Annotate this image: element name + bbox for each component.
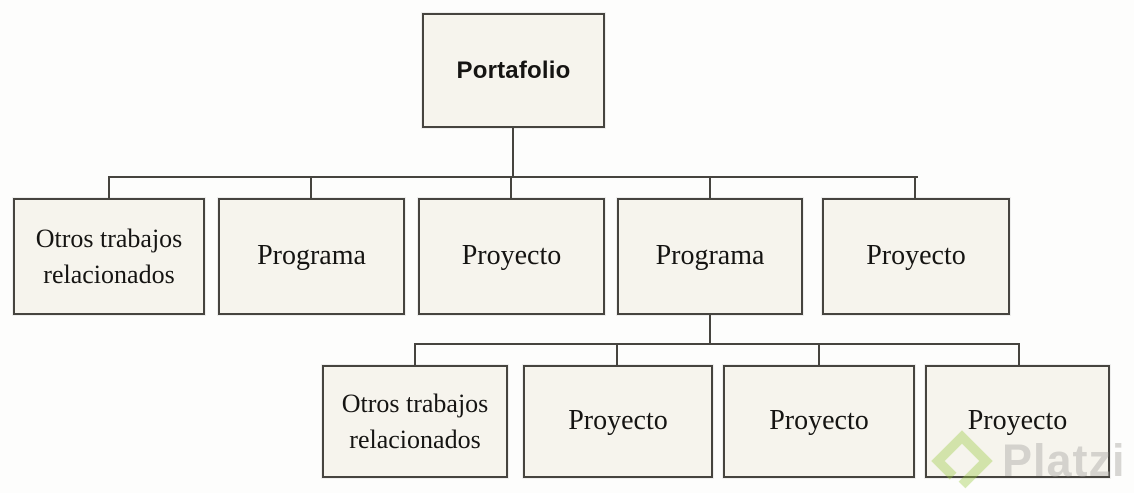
node-proyecto-3: Proyecto <box>523 365 713 478</box>
node-programa-2: Programa <box>617 198 803 315</box>
connector-level2-rail <box>108 176 918 178</box>
connector-level3-rail <box>414 343 1020 345</box>
node-otros-trabajos-relacionados-2: Otros trabajos relacionados <box>322 365 508 478</box>
connector-drop-proyecto5 <box>1018 343 1020 366</box>
connector-drop-proyecto4 <box>818 343 820 366</box>
node-proyecto-1: Proyecto <box>418 198 605 315</box>
node-proyecto-2: Proyecto <box>822 198 1010 315</box>
node-proyecto-4: Proyecto <box>723 365 915 478</box>
node-otros-trabajos-relacionados-1: Otros trabajos relacionados <box>13 198 205 315</box>
connector-drop-programa2 <box>709 176 711 199</box>
connector-drop-proyecto1 <box>510 176 512 199</box>
connector-drop-proyecto2 <box>914 176 916 199</box>
node-programa-1: Programa <box>218 198 405 315</box>
connector-programa2-stem <box>709 315 711 345</box>
connector-drop-otros1 <box>108 176 110 199</box>
node-proyecto-5: Proyecto <box>925 365 1110 478</box>
connector-root-stem <box>512 128 514 178</box>
connector-drop-otros2 <box>414 343 416 366</box>
connector-drop-programa1 <box>310 176 312 199</box>
node-portafolio: Portafolio <box>422 13 605 128</box>
connector-drop-proyecto3 <box>616 343 618 366</box>
